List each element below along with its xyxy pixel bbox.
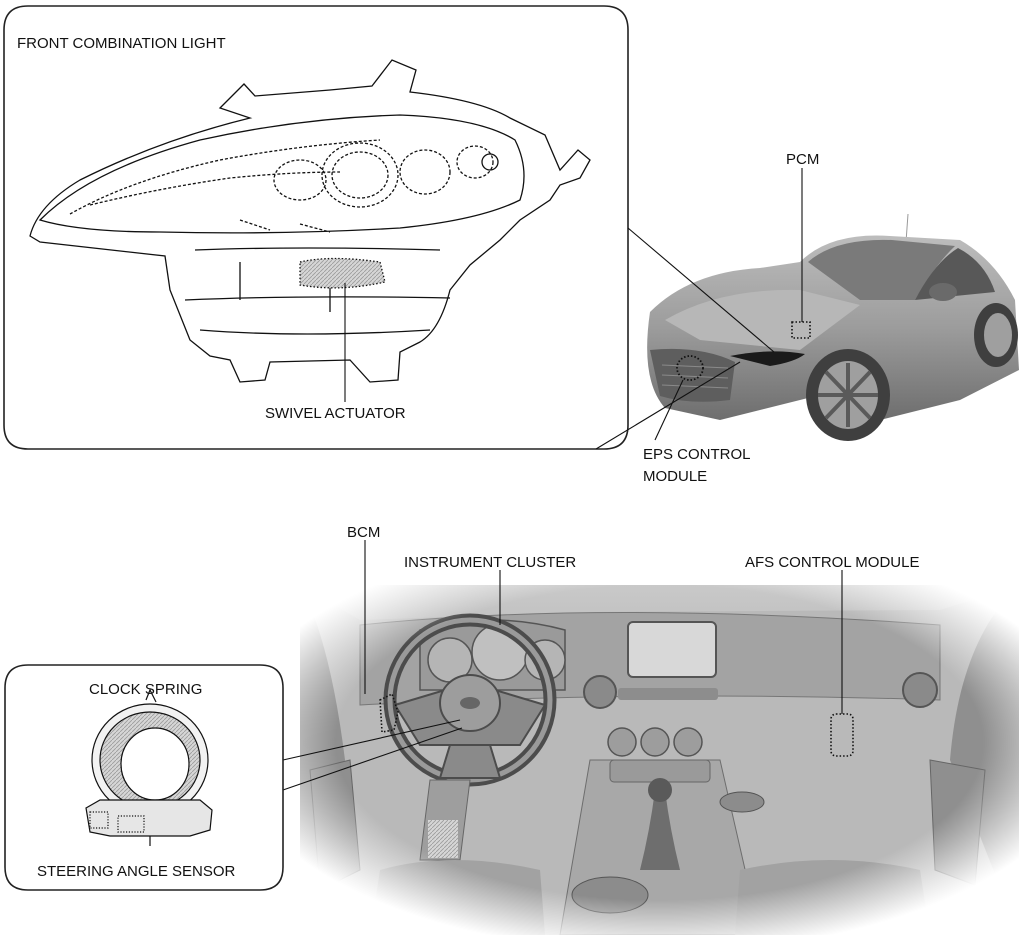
label-eps-control-module-line1: EPS CONTROL xyxy=(643,446,751,463)
bcm-marker xyxy=(379,692,399,733)
callout-labels: FRONT COMBINATION LIGHT SWIVEL ACTUATOR … xyxy=(17,35,919,880)
label-bcm: BCM xyxy=(347,524,380,541)
vehicle-exterior-illustration xyxy=(647,213,1019,441)
leader-lines xyxy=(282,168,843,791)
label-swivel-actuator: SWIVEL ACTUATOR xyxy=(265,405,406,422)
afs-control-module-marker xyxy=(830,713,854,757)
label-front-combination-light: FRONT COMBINATION LIGHT xyxy=(17,35,226,52)
label-eps-control-module-line2: MODULE xyxy=(643,468,707,485)
label-steering-angle-sensor: STEERING ANGLE SENSOR xyxy=(37,863,236,880)
eps-control-module-marker xyxy=(676,355,704,381)
label-pcm: PCM xyxy=(786,151,819,168)
headlight-drawing xyxy=(29,59,591,383)
pcm-marker xyxy=(791,321,811,339)
label-afs-control-module: AFS CONTROL MODULE xyxy=(745,554,919,571)
label-instrument-cluster: INSTRUMENT CLUSTER xyxy=(404,554,576,571)
clock-spring-drawing xyxy=(85,688,213,846)
label-clock-spring: CLOCK SPRING xyxy=(89,681,202,698)
interior-illustration xyxy=(300,585,1019,935)
